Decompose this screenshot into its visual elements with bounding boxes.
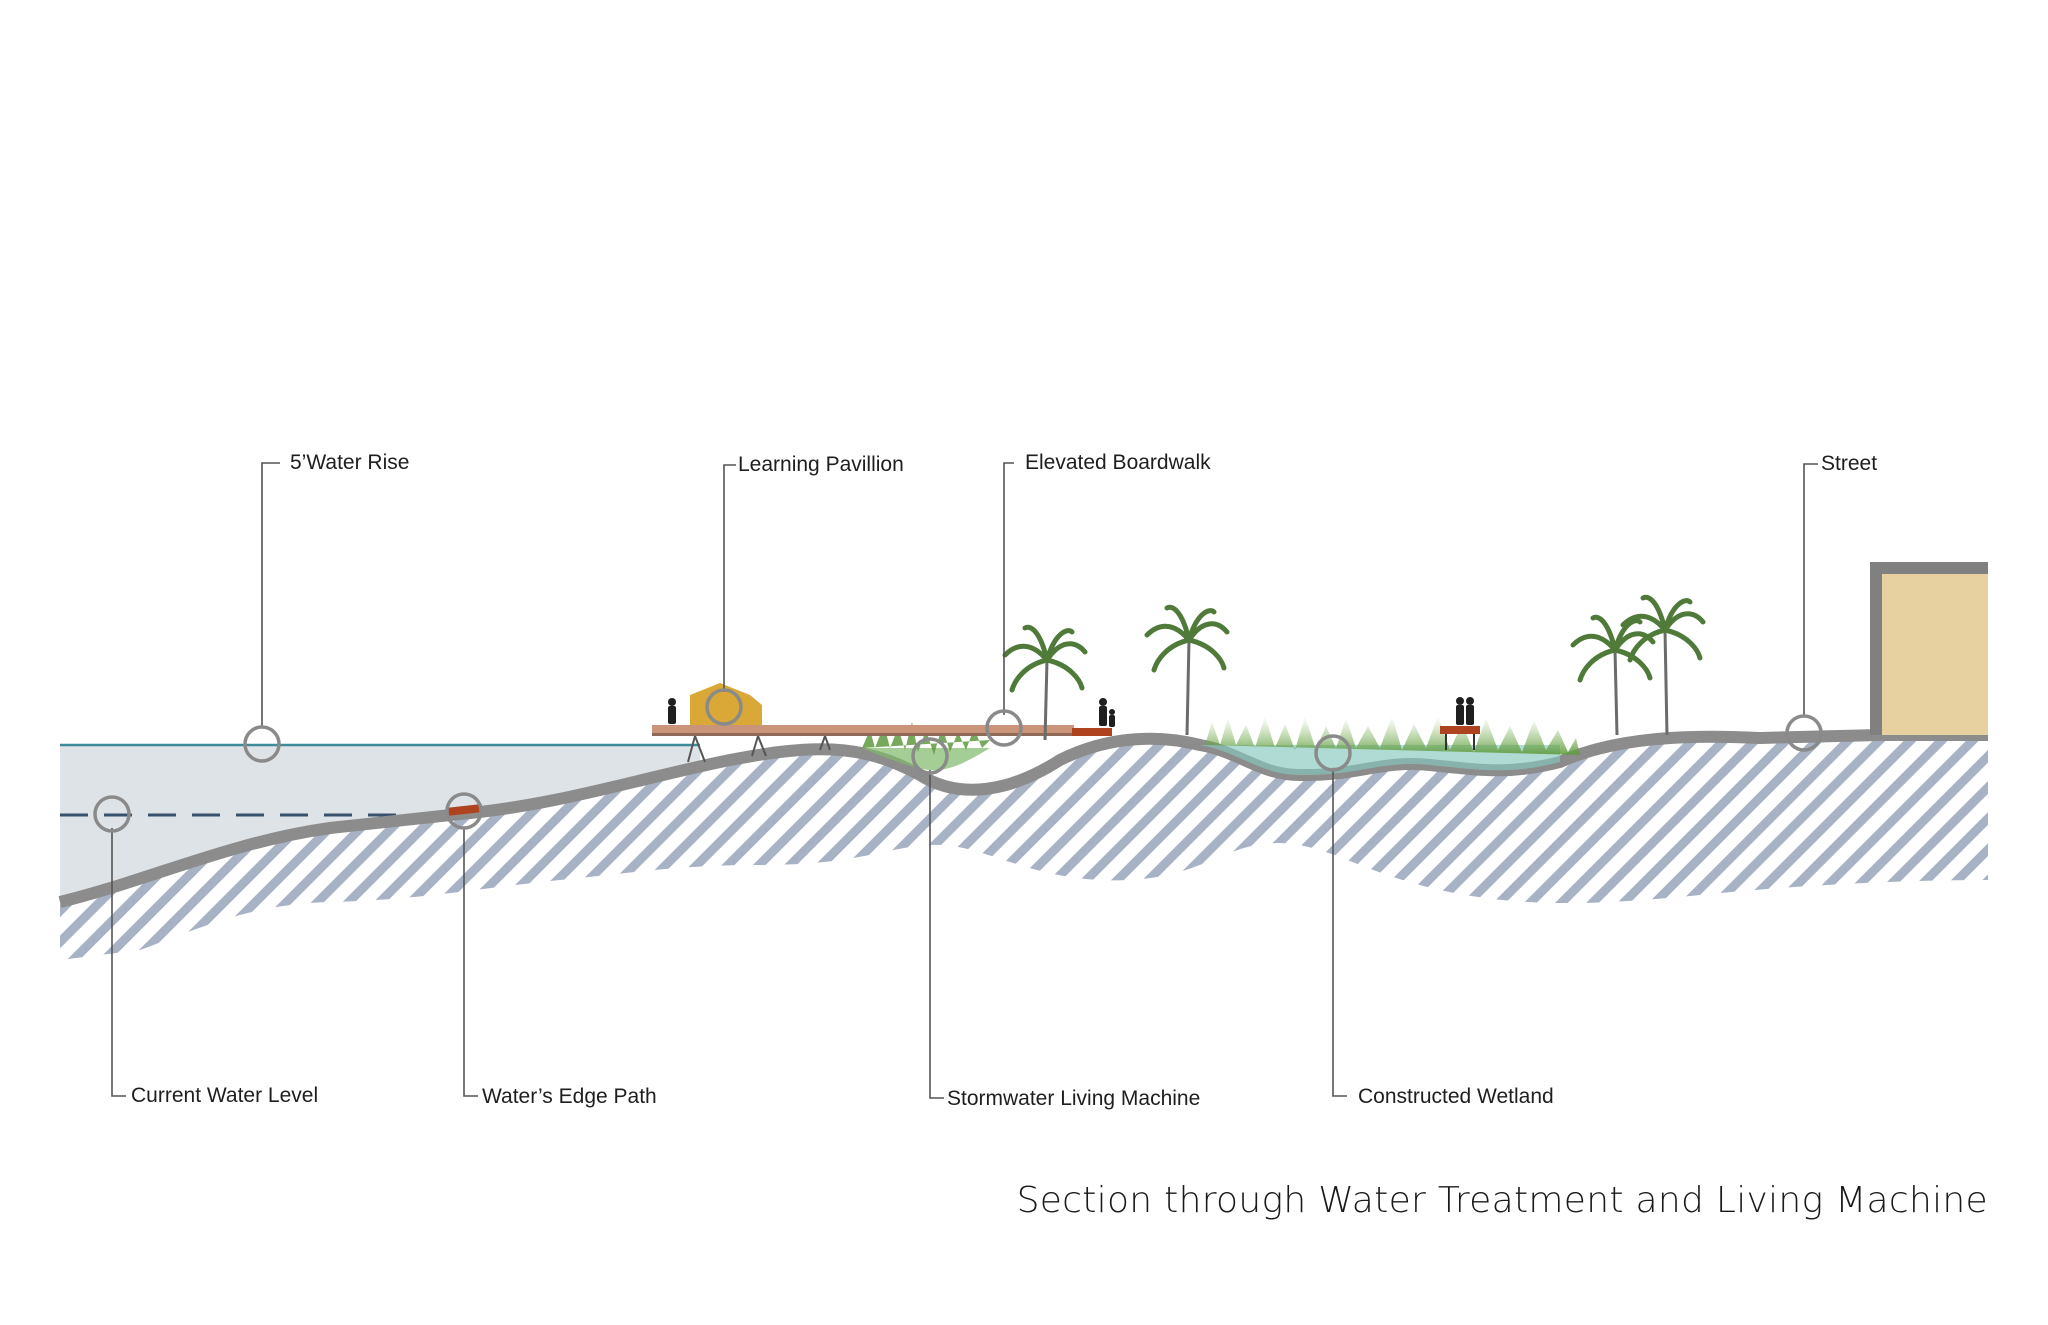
marker-circles: [93, 688, 1823, 833]
label-waters-edge-path: Water’s Edge Path: [482, 1085, 657, 1108]
palm-trees: [1002, 594, 1706, 741]
earth-hatch: [60, 735, 1988, 960]
label-learning-pavillion: Learning Pavillion: [738, 453, 904, 476]
label-stormwater-living-machine: Stormwater Living Machine: [947, 1087, 1201, 1110]
label-constructed-wetland: Constructed Wetland: [1358, 1085, 1554, 1108]
street-building: [1870, 562, 1988, 735]
label-current-water-level: Current Water Level: [131, 1084, 319, 1107]
label-street: Street: [1821, 452, 1878, 475]
label-elevated-boardwalk: Elevated Boardwalk: [1025, 451, 1211, 474]
waters-edge-path-surface: [445, 804, 483, 816]
boardwalk: [652, 725, 1480, 763]
diagram-caption: Section through Water Treatment and Livi…: [1016, 1180, 1988, 1221]
label-5-water-rise: 5’Water Rise: [290, 451, 410, 474]
wetland: [1200, 716, 1580, 776]
leader-lines: [111, 462, 1818, 1099]
water-body: [60, 745, 700, 898]
people-silhouettes: [668, 697, 1474, 727]
